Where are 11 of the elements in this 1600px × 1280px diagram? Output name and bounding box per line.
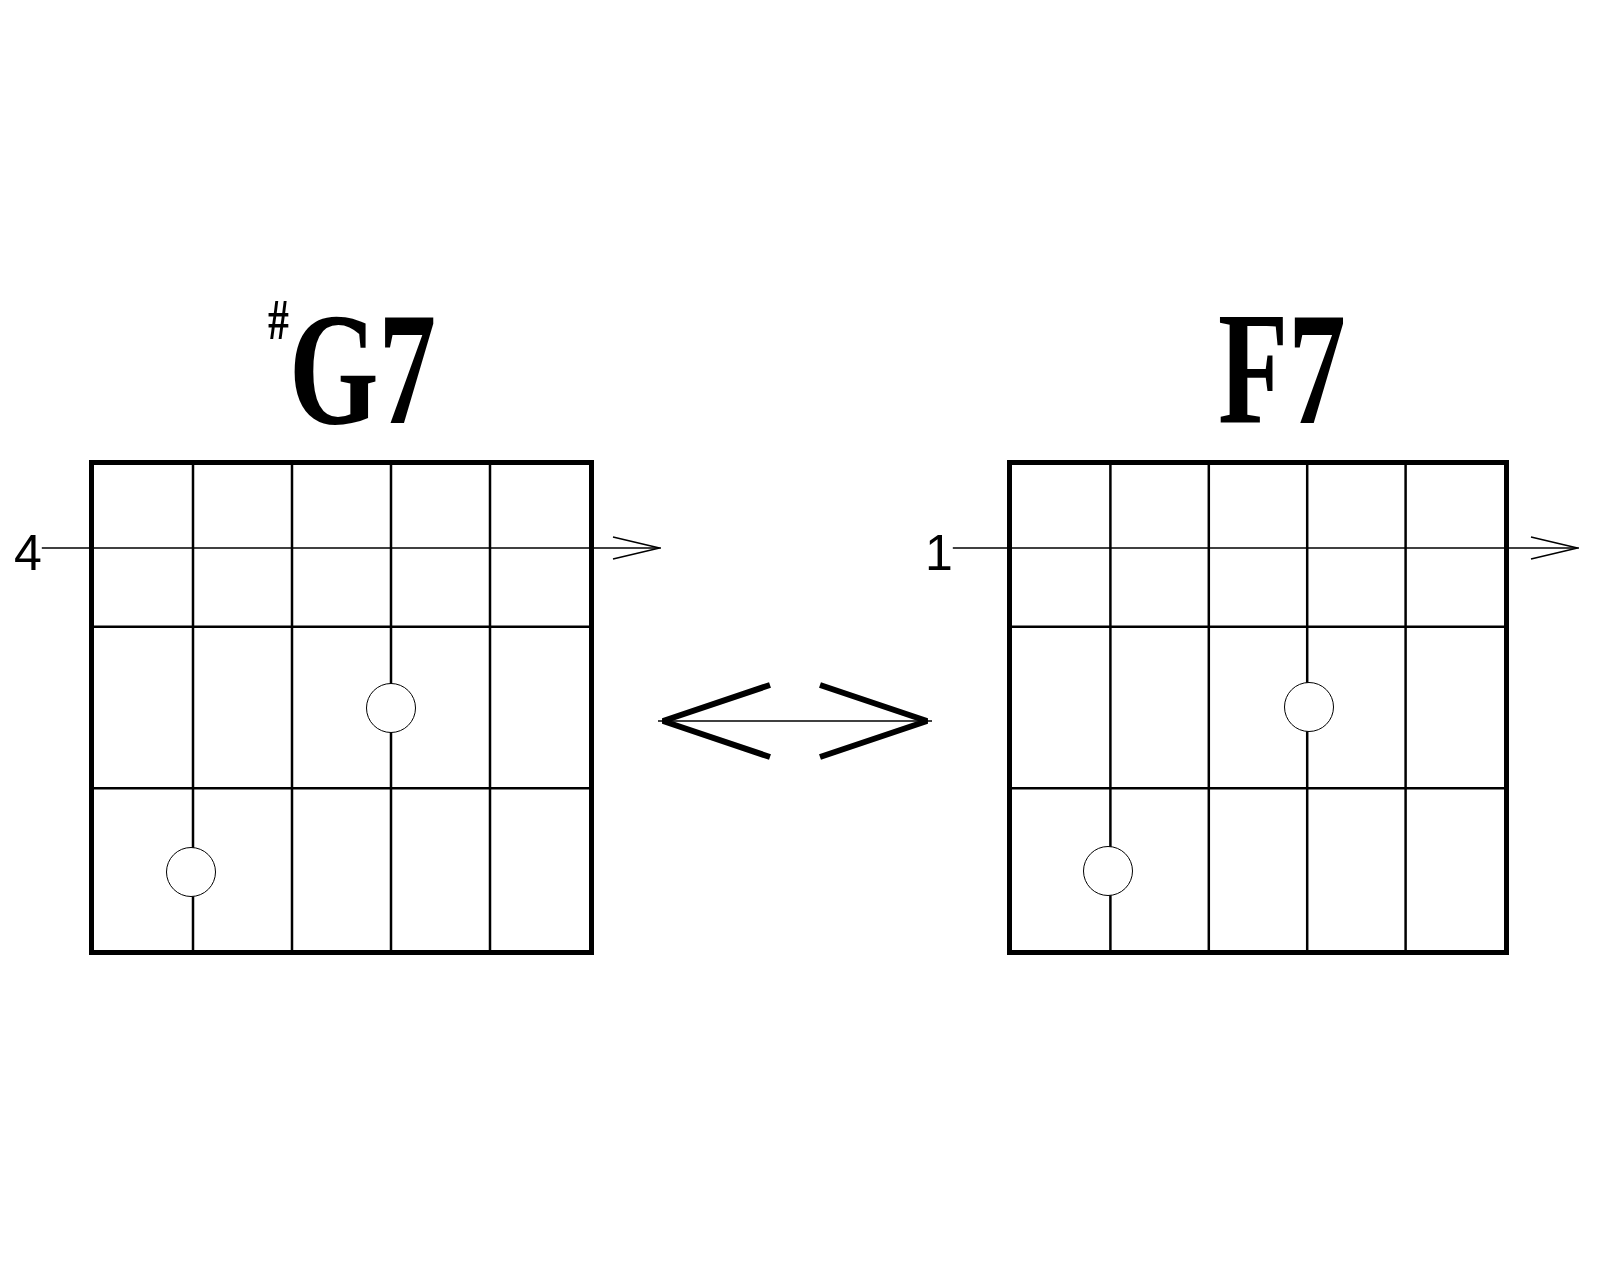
chord-name: F7 — [1218, 289, 1346, 449]
finger-dot — [166, 847, 216, 897]
arrow — [41, 536, 662, 560]
fret-number: 1 — [925, 528, 953, 578]
finger-dot — [366, 683, 416, 733]
double-arrow — [657, 682, 933, 760]
finger-dot — [1083, 846, 1133, 896]
finger-dot — [1284, 682, 1334, 732]
chord-name: $^{#}$G7 — [268, 289, 437, 449]
arrow — [952, 536, 1580, 560]
fret-number: 4 — [14, 528, 42, 578]
